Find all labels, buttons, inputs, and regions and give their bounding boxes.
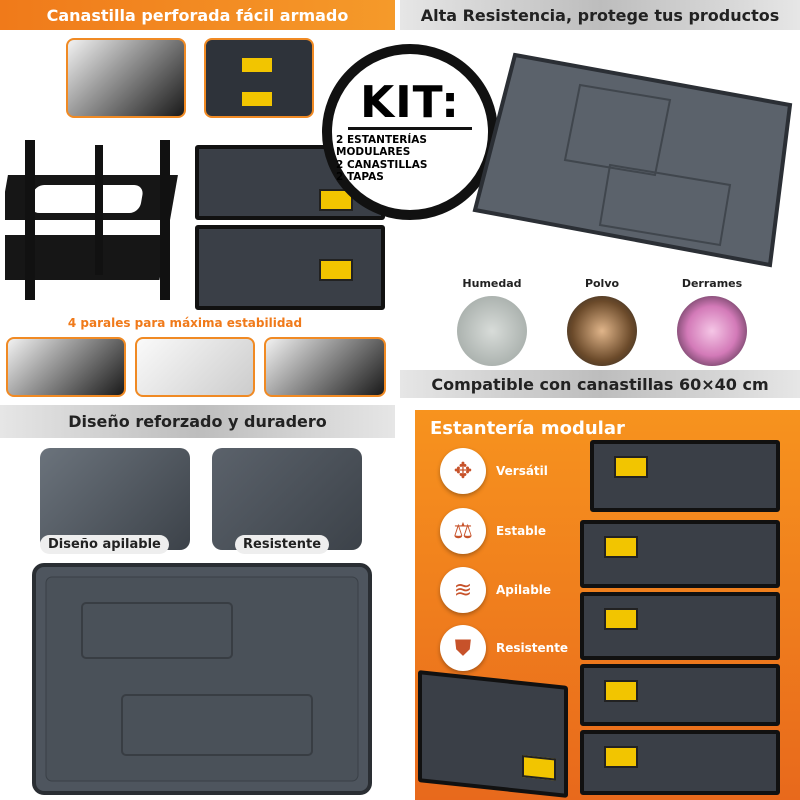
legs-caption: 4 parales para máxima estabilidad (67, 316, 303, 330)
banner-compatible: Compatible con canastillas 60×40 cm (400, 370, 800, 398)
feature-resistant: ⛊ Resistente (440, 625, 568, 671)
feature-stackable: ≋ Apilable (440, 567, 551, 613)
single-crate (418, 670, 568, 798)
crate-handle (242, 58, 272, 72)
crate-handle (604, 680, 638, 702)
banner-fast-assembly: Canastilla perforada fácil armado (0, 0, 395, 30)
spills-image (677, 296, 747, 366)
balance-icon: ⚖ (440, 508, 486, 554)
assembly-photo-2 (204, 38, 314, 118)
crate-handle (604, 746, 638, 768)
dust-image (567, 296, 637, 366)
feature-versatile: ✥ Versátil (440, 448, 548, 494)
modular-shelf-title: Estantería modular (430, 418, 625, 439)
kit-item: 2 TAPAS (336, 170, 384, 183)
lid-image (472, 52, 793, 268)
arrows-expand-icon: ✥ (440, 448, 486, 494)
humidity-image (457, 296, 527, 366)
kit-item: 2 CANASTILLAS (336, 158, 428, 171)
hazard-spills: Derrames (672, 277, 752, 366)
stackable-label: Diseño apilable (40, 535, 169, 554)
crate-handle (242, 92, 272, 106)
crate-handle (614, 456, 648, 478)
hazard-label: Humedad (462, 277, 522, 290)
stacked-crate (590, 440, 780, 512)
stacked-crate (580, 664, 780, 726)
feature-label: Versátil (496, 464, 548, 478)
resistant-detail-image (212, 448, 362, 550)
stacked-crate (580, 592, 780, 660)
stackable-detail-image (40, 448, 190, 550)
resistant-label: Resistente (235, 535, 330, 554)
leg-detail-2 (135, 337, 255, 397)
crate-handle (604, 536, 638, 558)
leg-detail-3 (264, 337, 386, 397)
hazard-label: Polvo (584, 277, 620, 290)
layers-icon: ≋ (440, 567, 486, 613)
banner-reinforced: Diseño reforzado y duradero (0, 405, 395, 438)
shield-fist-icon: ⛊ (440, 625, 486, 671)
lid-top-view (32, 563, 372, 795)
kit-badge: KIT: 2 ESTANTERÍAS MODULARES 2 CANASTILL… (322, 44, 498, 220)
assembly-photo-1 (66, 38, 186, 118)
crate-handle (522, 755, 556, 781)
feature-stable: ⚖ Estable (440, 508, 546, 554)
crate-handle (319, 259, 353, 281)
crate-image-bottom (195, 225, 385, 310)
leg-detail-1 (6, 337, 126, 397)
feature-label: Apilable (496, 583, 552, 597)
stacked-crate (580, 520, 780, 588)
hazard-humidity: Humedad (452, 277, 532, 366)
crate-handle (604, 608, 638, 630)
crate-handle (319, 189, 353, 211)
shelf-frame-image (5, 140, 178, 300)
stacked-crate (580, 730, 780, 795)
kit-item: 2 ESTANTERÍAS MODULARES (336, 134, 427, 159)
hazard-label: Derrames (681, 277, 743, 290)
banner-high-resistance: Alta Resistencia, protege tus productos (400, 0, 800, 30)
hazard-dust: Polvo (562, 277, 642, 366)
kit-title: KIT: (348, 81, 472, 131)
feature-label: Estable (496, 524, 547, 538)
feature-label: Resistente (496, 641, 569, 655)
